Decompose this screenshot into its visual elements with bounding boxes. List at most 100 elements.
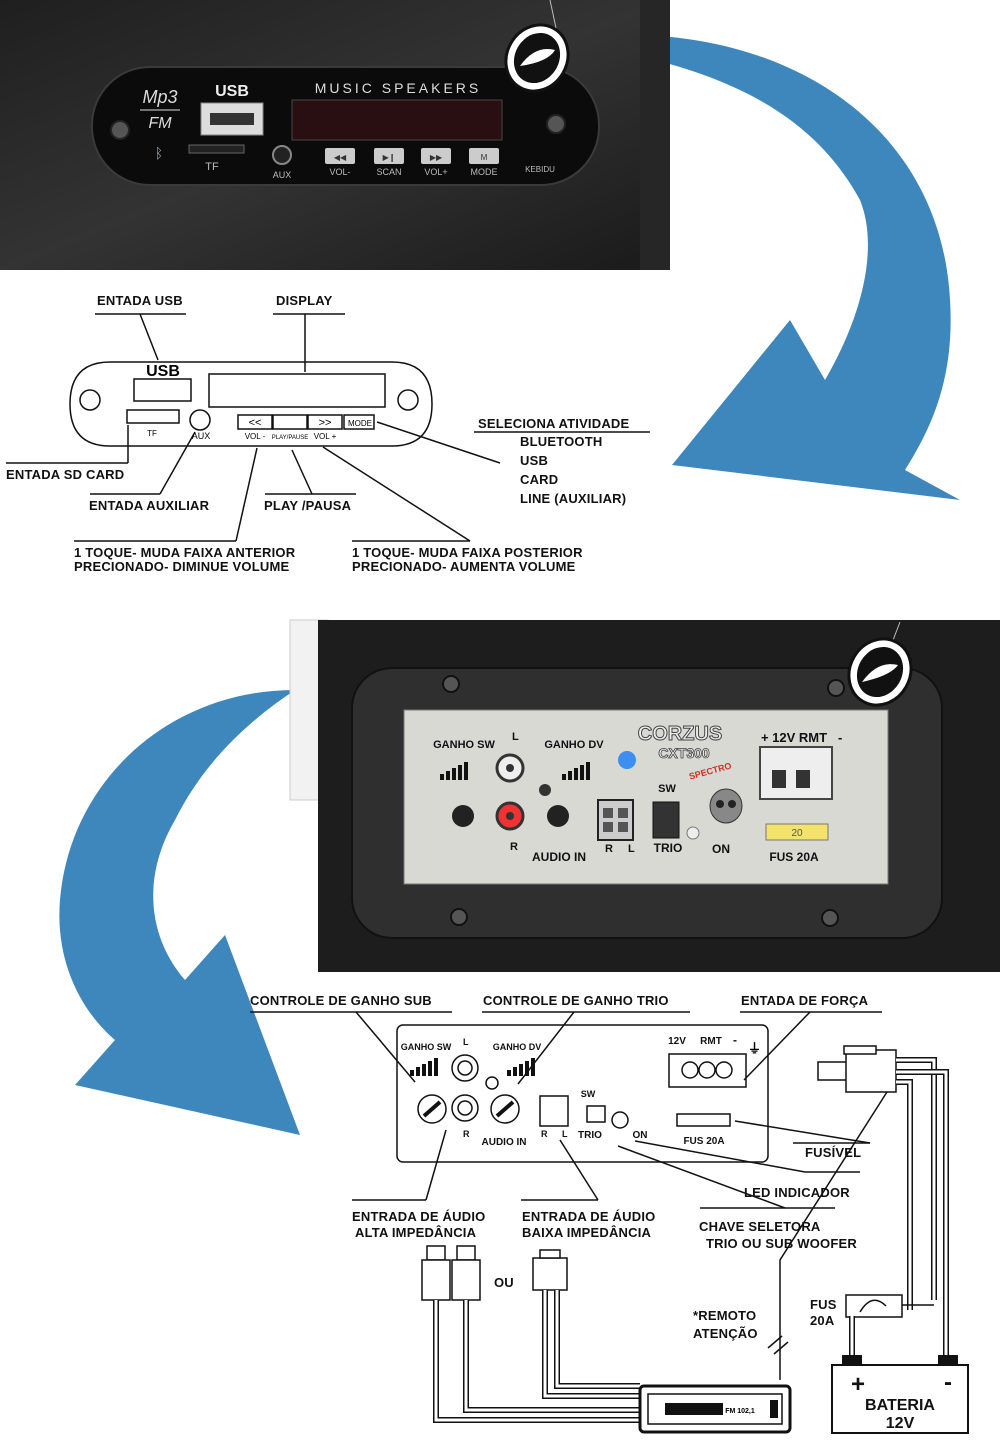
air-freshener-icon [504, 0, 570, 93]
plate-rmt: + 12V RMT [761, 730, 827, 745]
label-batt-fuse-line2: 20A [810, 1313, 835, 1328]
label-gain-sub: CONTROLE DE GANHO SUB [250, 993, 432, 1008]
mp3-panel-photo: Mp3 FM ᛒ USB TF AUX MUSIC SPEAKERS ◀◀ ▶❙… [0, 0, 670, 270]
label-prev-line2: PRECIONADO- DIMINUE VOLUME [74, 559, 290, 574]
tf-label: TF [205, 161, 219, 173]
diagram-sw: SW [581, 1089, 596, 1099]
plate-audio-in: AUDIO IN [532, 850, 586, 864]
btn-vol-plus-label: VOL+ [424, 167, 447, 177]
skull-logo-icon [709, 788, 743, 824]
plate-l2: L [628, 843, 635, 855]
label-sd-card: ENTADA SD CARD [6, 467, 125, 482]
bluetooth-icon: ᛒ [155, 145, 163, 161]
screw-right-icon [546, 114, 566, 134]
diagram-vol-plus-text: VOL + [314, 432, 337, 441]
svg-text:▶▶: ▶▶ [430, 153, 443, 162]
diagram-mode-text: MODE [348, 419, 372, 428]
label-gain-trio: CONTROLE DE GANHO TRIO [483, 993, 669, 1008]
model-cxt300: CXT300 [658, 745, 710, 761]
label-next-line2: PRECIONADO- AUMENTA VOLUME [352, 559, 576, 574]
center-screw-icon [539, 784, 551, 796]
gain-knob-sw [452, 805, 474, 827]
plate-ganho-sw: GANHO SW [433, 739, 495, 751]
battery [831, 1364, 969, 1434]
label-led: LED INDICADOR [744, 1185, 850, 1200]
frame-screws [442, 675, 845, 927]
aux-jack [272, 145, 292, 165]
label-remote-line1: *REMOTO [693, 1308, 757, 1323]
label-switch-line1: CHAVE SELETORA [699, 1219, 821, 1234]
label-high-imp-line2: ALTA IMPEDÂNCIA [355, 1225, 477, 1240]
plate-minus: - [838, 730, 842, 745]
svg-text:◀◀: ◀◀ [334, 153, 347, 162]
diagram-gain-bars-sw-icon [410, 1058, 438, 1076]
plate-r2: R [605, 843, 613, 855]
diagram-on: ON [633, 1130, 648, 1141]
label-switch-line2: TRIO OU SUB WOOFER [706, 1236, 857, 1251]
label-power-input: ENTADA DE FORÇA [741, 993, 869, 1008]
label-or: OU [494, 1275, 514, 1290]
label-aux-input: ENTADA AUXILIAR [89, 498, 210, 513]
label-remote-line2: ATENÇÃO [693, 1326, 758, 1341]
label-prev-line1: 1 TOQUE- MUDA FAIXA ANTERIOR [74, 545, 296, 560]
diagram-fus: FUS 20A [683, 1136, 724, 1147]
mp3-buttons: ◀◀ ▶❙ ▶▶ M [325, 148, 499, 164]
battery-voltage: 12V [886, 1415, 915, 1432]
label-mode-usb: USB [520, 453, 549, 468]
logo-fm: FM [148, 115, 172, 132]
diagram-tf-text: TF [147, 429, 157, 438]
btn-mode-label: MODE [471, 167, 498, 177]
diagram-usb-text: USB [146, 363, 180, 380]
battery-label: BATERIA [865, 1397, 935, 1414]
plate-fus: FUS 20A [769, 850, 819, 864]
svg-text:▶❙: ▶❙ [383, 153, 396, 162]
diagram-ganho-sw: GANHO SW [401, 1042, 452, 1052]
label-batt-fuse-line1: FUS [810, 1297, 837, 1312]
amp-diagram-outline [396, 1024, 769, 1163]
diagram-play-pause-text: PLAY/PAUSE [272, 435, 308, 441]
diagram-next-icon: >> [319, 417, 332, 429]
screw-left-icon [110, 120, 130, 140]
diagram-trio: TRIO [578, 1130, 602, 1141]
plate-sw: SW [658, 783, 676, 795]
battery-plus-icon: + [851, 1371, 865, 1398]
led-indicator-blue [618, 751, 636, 769]
label-low-imp-line2: BAIXA IMPEDÂNCIA [522, 1225, 652, 1240]
diagram-audio-in: AUDIO IN [482, 1137, 527, 1148]
diagram-vol-minus-text: VOL - [245, 432, 266, 441]
diagram-r: R [463, 1129, 470, 1139]
plate-l: L [512, 731, 519, 743]
led-display [291, 99, 503, 141]
selector-switch [652, 801, 680, 839]
label-mode-line: LINE (AUXILIAR) [520, 491, 627, 506]
tf-slot [188, 144, 245, 154]
fuse-20a [765, 823, 829, 841]
air-freshener-2-icon [847, 621, 913, 707]
label-high-imp-line1: ENTRADA DE ÁUDIO [352, 1209, 486, 1224]
gain-bars-dv-icon [562, 762, 590, 780]
fuse-value-text: 20 [791, 828, 803, 839]
plate-r: R [510, 841, 518, 853]
diagram-l2: L [562, 1129, 568, 1139]
diagram-prev-icon: << [249, 417, 262, 429]
label-play-pause: PLAY /PAUSA [264, 498, 352, 513]
diagram-l: L [463, 1037, 469, 1047]
svg-text:M: M [481, 153, 488, 162]
plate-trio: TRIO [654, 841, 683, 855]
music-speakers-title: MUSIC SPEAKERS [315, 80, 481, 96]
mp3-diagram: USB TF AUX << >> VOL - PLAY/PAUSE VOL + … [6, 313, 650, 542]
radio-display-text: FM 102,1 [725, 1408, 755, 1415]
diagram-minus: - [733, 1033, 737, 1047]
label-mode-card: CARD [520, 472, 559, 487]
brand-corzus: CORZUS [638, 723, 722, 745]
logo-mp3: Mp3 [142, 87, 177, 107]
diagram-r2: R [541, 1129, 548, 1139]
gain-knob-dv [547, 805, 569, 827]
curved-arrow-right-icon [555, 34, 960, 501]
diagram-12v: 12V [668, 1036, 686, 1047]
mp3-diagram-outline [69, 361, 433, 447]
btn-vol-minus-label: VOL- [329, 167, 350, 177]
label-usb-input: ENTADA USB [97, 293, 183, 308]
